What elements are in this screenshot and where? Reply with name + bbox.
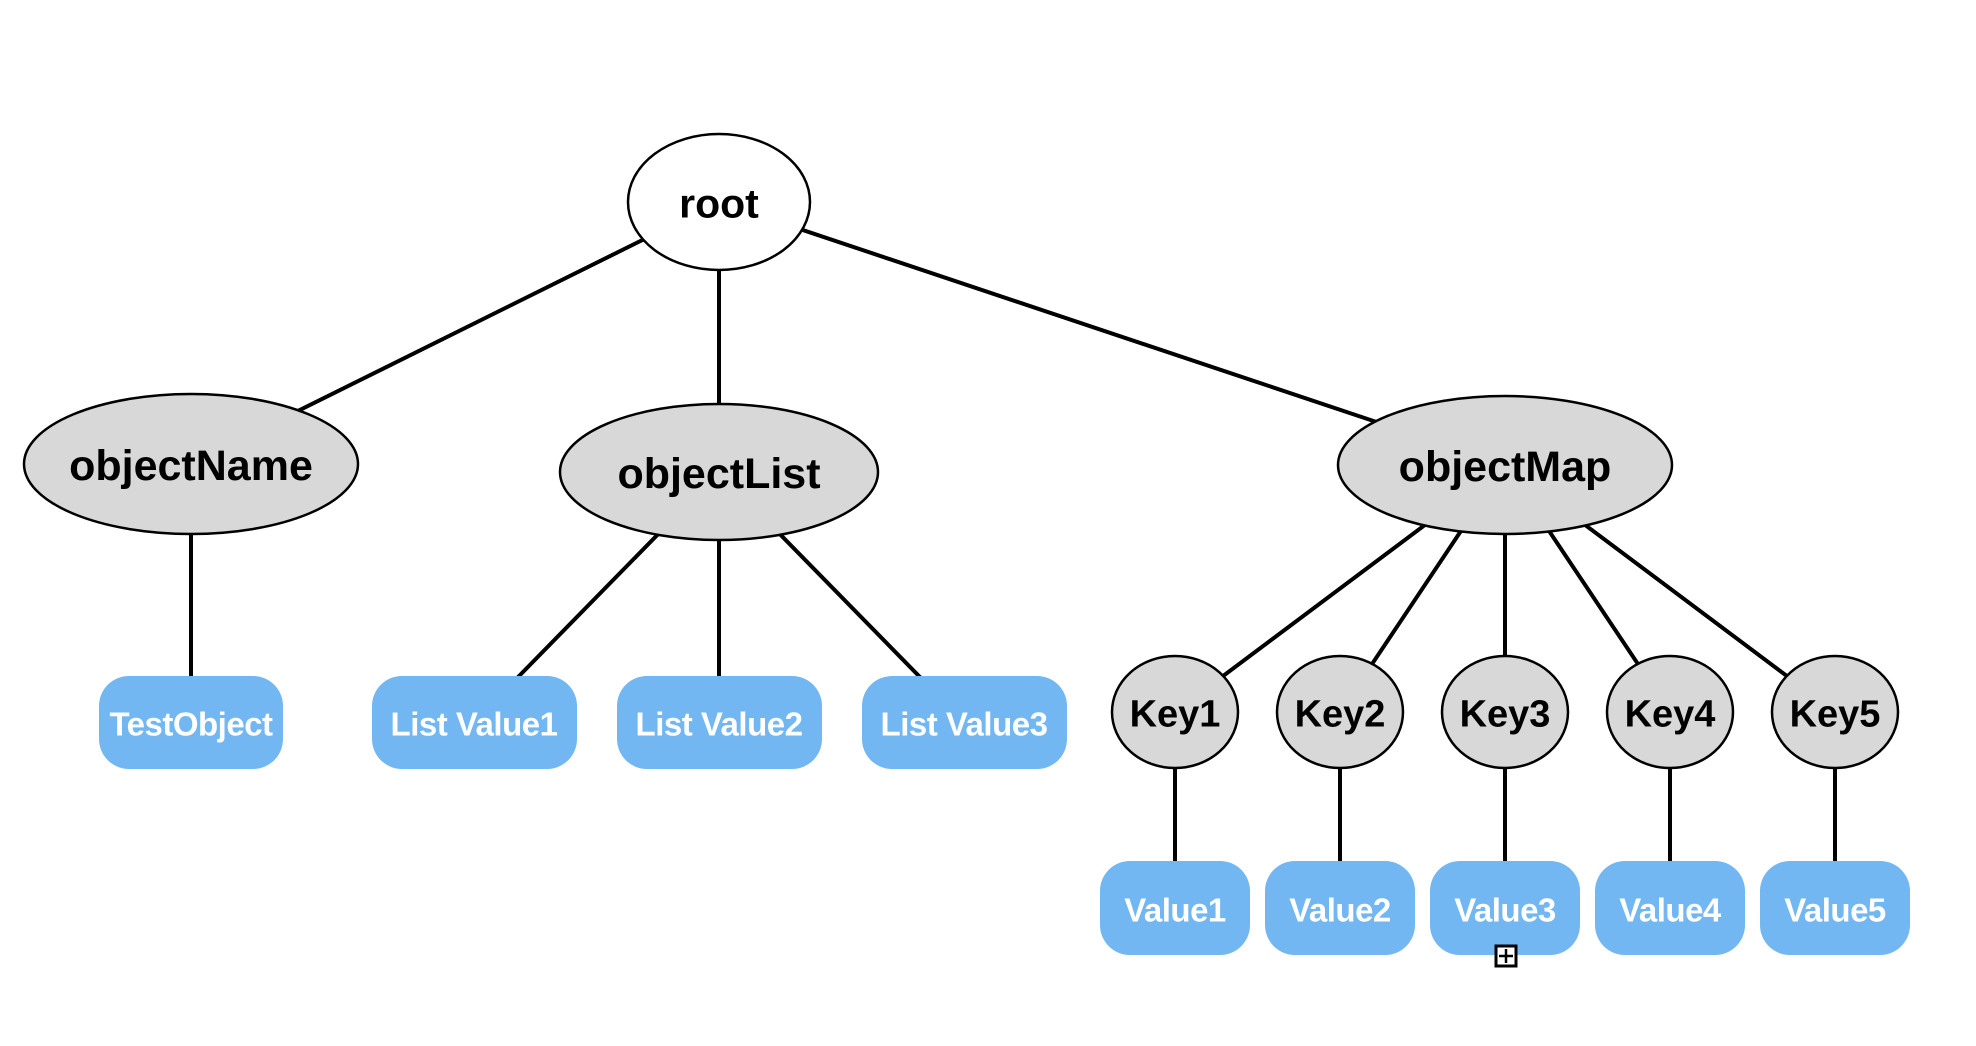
listvalue3-label: List Value3 [881,706,1048,743]
node-key5[interactable]: Key5 [1770,654,1900,770]
value2-box[interactable] [1265,861,1415,955]
value1-label: Value1 [1124,892,1226,929]
listvalue1-box[interactable] [372,676,577,769]
key1-ellipse[interactable] [1110,654,1240,770]
testobject-label: TestObject [109,706,273,743]
testobject-box[interactable] [99,676,283,769]
node-key4[interactable]: Key4 [1605,654,1735,770]
value5-label: Value5 [1784,892,1886,929]
key2-label: Key2 [1295,693,1386,735]
objectlist-ellipse[interactable] [558,402,880,542]
node-key2[interactable]: Key2 [1275,654,1405,770]
listvalue2-label: List Value2 [636,706,803,743]
value5-box[interactable] [1760,861,1910,955]
node-value4[interactable]: Value4 [1595,861,1745,955]
value2-label: Value2 [1289,892,1391,929]
key4-ellipse[interactable] [1605,654,1735,770]
objectmap-label: objectMap [1399,443,1612,491]
listvalue3-box[interactable] [862,676,1067,769]
node-key3[interactable]: Key3 [1440,654,1570,770]
node-value5[interactable]: Value5 [1760,861,1910,955]
key2-ellipse[interactable] [1275,654,1405,770]
value4-label: Value4 [1619,892,1722,929]
value3-box[interactable] [1430,861,1580,955]
key3-ellipse[interactable] [1440,654,1570,770]
node-root[interactable]: root [626,132,812,272]
root-ellipse[interactable] [626,132,812,272]
value3-label: Value3 [1454,892,1556,929]
objectmap-ellipse[interactable] [1336,394,1674,536]
plus-cursor-icon [1494,944,1518,968]
node-listvalue1[interactable]: List Value1 [372,676,577,769]
key5-ellipse[interactable] [1770,654,1900,770]
node-key1[interactable]: Key1 [1110,654,1240,770]
node-listvalue3[interactable]: List Value3 [862,676,1067,769]
node-objectmap[interactable]: objectMap [1336,394,1674,536]
node-value2[interactable]: Value2 [1265,861,1415,955]
node-listvalue2[interactable]: List Value2 [617,676,822,769]
key4-label: Key4 [1625,693,1716,735]
key3-label: Key3 [1460,693,1551,735]
listvalue2-box[interactable] [617,676,822,769]
node-value1[interactable]: Value1 [1100,861,1250,955]
root-label: root [679,180,759,226]
node-objectname[interactable]: objectName [22,392,360,536]
objectname-ellipse[interactable] [22,392,360,536]
value4-box[interactable] [1595,861,1745,955]
node-testobject[interactable]: TestObject [99,676,283,769]
key5-label: Key5 [1790,693,1881,735]
objectname-label: objectName [69,442,313,490]
value1-box[interactable] [1100,861,1250,955]
edges [189,200,1837,908]
key1-label: Key1 [1130,693,1221,735]
listvalue1-label: List Value1 [391,706,558,743]
node-value3[interactable]: Value3 [1430,861,1580,955]
objectlist-label: objectList [617,450,820,498]
node-objectlist[interactable]: objectList [558,402,880,542]
